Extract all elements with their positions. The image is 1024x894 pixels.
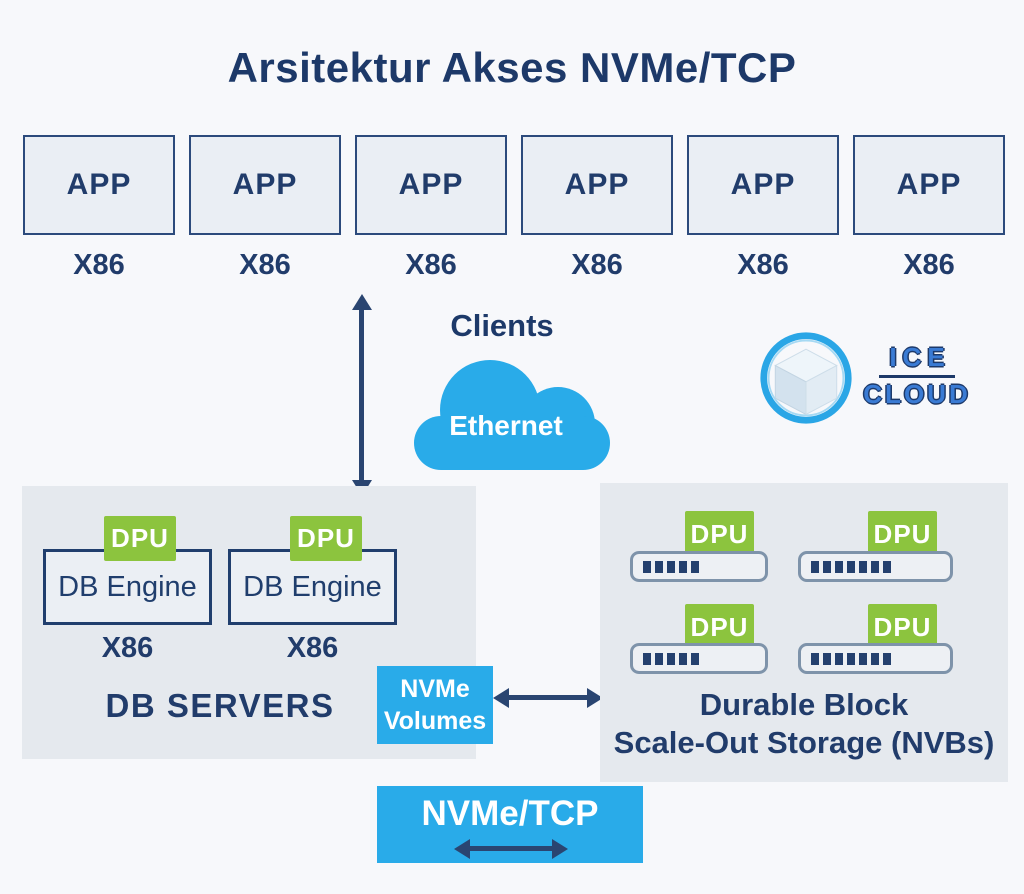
db-engine-label: DB Engine — [243, 570, 382, 603]
nvme-volumes-line2: Volumes — [383, 707, 487, 735]
platform-label: X86 — [286, 632, 339, 664]
apps-to-servers-arrow — [359, 307, 364, 483]
storage-node — [630, 643, 768, 674]
app-platform-row: X86 X86 X86 X86 X86 X86 — [23, 249, 1005, 282]
ice-cube-icon — [760, 332, 852, 424]
nvme-tcp-label: NVMe/TCP — [421, 794, 599, 833]
db-engine-label: DB Engine — [58, 570, 197, 603]
dpu-tag: DPU — [104, 516, 176, 561]
clients-label: Clients — [450, 308, 554, 343]
platform-label: X86 — [73, 249, 125, 281]
page-title: Arsitektur Akses NVMe/TCP — [227, 44, 797, 91]
nvme-volumes-box: NVMe Volumes — [377, 666, 493, 744]
logo-cloud: CLOUD — [863, 378, 971, 409]
nvme-tcp-arrow — [467, 846, 555, 851]
platform-label: X86 — [405, 249, 457, 281]
platform-label: X86 — [239, 249, 291, 281]
app-box: APP — [521, 135, 673, 235]
app-box: APP — [189, 135, 341, 235]
platform-label: X86 — [571, 249, 623, 281]
dpu-tag: DPU — [685, 604, 754, 650]
nvme-volumes-line1: NVMe — [400, 674, 470, 703]
storage-label-line1: Durable Block — [699, 687, 909, 722]
platform-label: X86 — [101, 632, 154, 664]
db-servers-label: DB SERVERS — [105, 687, 335, 724]
app-box: APP — [23, 135, 175, 235]
storage-node — [630, 551, 768, 582]
app-label: APP — [896, 168, 962, 201]
db-engine-box: DB Engine — [228, 549, 397, 625]
nvme-tcp-box: NVMe/TCP — [377, 786, 643, 863]
app-label: APP — [730, 168, 796, 201]
storage-panel — [600, 483, 1008, 782]
logo-ice: ICE — [879, 342, 955, 378]
dpu-tag: DPU — [685, 511, 754, 557]
ethernet-cloud: Ethernet — [408, 352, 620, 470]
app-label: APP — [564, 168, 630, 201]
app-label: APP — [66, 168, 132, 201]
dpu-tag: DPU — [868, 604, 937, 650]
ice-cloud-logo: ICE CLOUD — [756, 327, 986, 435]
storage-node — [798, 551, 953, 582]
cloud-icon — [414, 360, 610, 470]
dpu-tag: DPU — [868, 511, 937, 557]
app-label: APP — [398, 168, 464, 201]
app-label: APP — [232, 168, 298, 201]
storage-label-line2: Scale-Out Storage (NVBs) — [613, 725, 995, 760]
app-box: APP — [853, 135, 1005, 235]
volumes-to-storage-arrow — [506, 695, 590, 700]
app-box: APP — [355, 135, 507, 235]
storage-node — [798, 643, 953, 674]
logo-text: ICE CLOUD — [852, 342, 982, 410]
ethernet-label: Ethernet — [449, 410, 563, 441]
app-row: APP APP APP APP APP APP — [23, 135, 1005, 235]
platform-label: X86 — [737, 249, 789, 281]
app-box: APP — [687, 135, 839, 235]
platform-label: X86 — [903, 249, 955, 281]
dpu-tag: DPU — [290, 516, 362, 561]
